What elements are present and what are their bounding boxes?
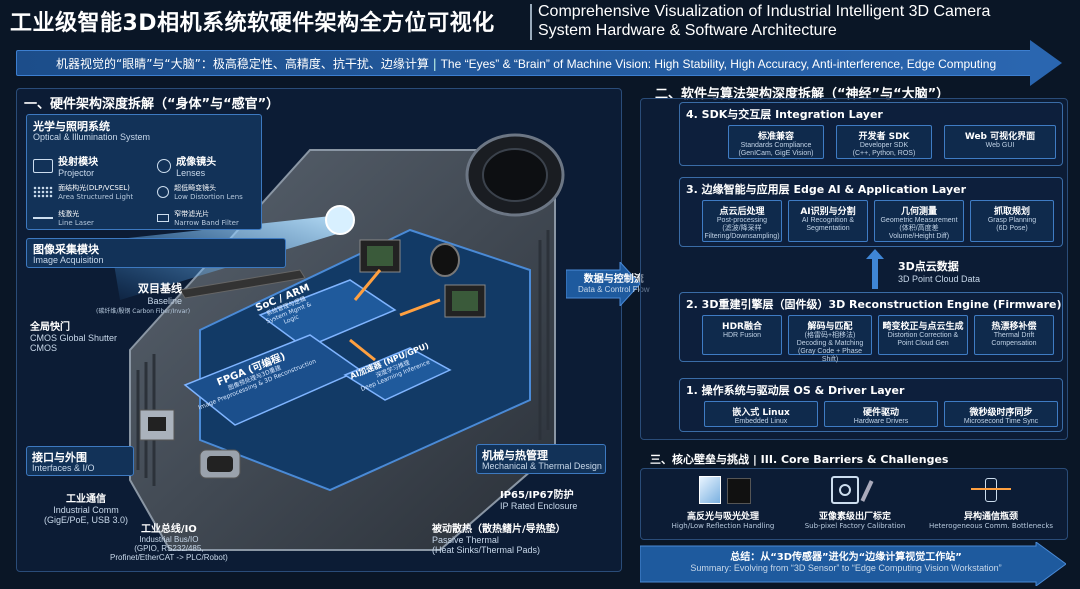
image-acquisition-box: 图像采集模块 Image Acquisition bbox=[26, 238, 286, 268]
layer2-cell-distortion: 畸变校正与点云生成 Distortion Correction & Point … bbox=[878, 315, 968, 355]
hardware-title: 一、硬件架构深度拆解（“身体”与“感官”） bbox=[24, 93, 279, 112]
layer2-cell-thermal: 热漂移补偿 Thermal Drift Compensation bbox=[974, 315, 1054, 355]
projector-item: 投射模块 Projector bbox=[33, 153, 98, 178]
lens-icon bbox=[157, 159, 171, 173]
summary-text: 总结：从“3D传感器”进化为“边缘计算视觉工作站” Summary: Evolv… bbox=[656, 548, 1036, 573]
layer-3-edge-ai: 3. 边缘智能与应用层 Edge AI & Application Layer … bbox=[679, 177, 1063, 247]
page-title: 工业级智能3D相机系统软硬件架构全方位可视化 bbox=[10, 5, 495, 37]
filter-icon bbox=[157, 214, 169, 222]
pointcloud-label: 3D点云数据 3D Point Cloud Data bbox=[898, 258, 980, 284]
narrow-band-filter-item: 窄带滤光片 Narrow Band Filter bbox=[157, 207, 239, 227]
ip-rating-callout: IP65/IP67防护 IP Rated Enclosure bbox=[500, 486, 577, 511]
line-laser-item: 线激光 Line Laser bbox=[33, 207, 94, 227]
passive-thermal-callout: 被动散热（散热鳍片/导热垫） Passive Thermal (Heat Sin… bbox=[432, 520, 566, 555]
layer-4-sdk: 4. SDK与交互层 Integration Layer 标准兼容 Standa… bbox=[679, 102, 1063, 166]
dot-pattern-icon bbox=[33, 186, 53, 198]
layer4-cell-webgui: Web 可视化界面 Web GUI bbox=[944, 125, 1056, 159]
lens-small-icon bbox=[157, 186, 169, 198]
banner-en: The “Eyes” & “Brain” of Machine Vision: … bbox=[441, 57, 997, 71]
layer2-cell-decoding: 解码与匹配 (格雷码+相移法) Decoding & Matching (Gra… bbox=[788, 315, 872, 355]
barriers-title: 三、核心壁垒与挑战 | III. Core Barriers & Challen… bbox=[650, 451, 948, 467]
subtitle-line-1: Comprehensive Visualization of Industria… bbox=[538, 2, 990, 21]
projector-icon bbox=[33, 159, 53, 173]
banner-arrow bbox=[1030, 40, 1062, 86]
layer1-cell-drivers: 硬件驱动 Hardware Drivers bbox=[824, 401, 938, 427]
reflection-icon bbox=[695, 476, 751, 506]
layer-2-reconstruction: 2. 3D重建引擎层（固件级）3D Reconstruction Engine … bbox=[679, 292, 1063, 362]
barrier-calibration: 亚像素级出厂标定 Sub-pixel Factory Calibration bbox=[790, 476, 920, 530]
interfaces-box: 接口与外围 Interfaces & I/O bbox=[26, 446, 134, 476]
low-distortion-lens-item: 超低畸变镜头 Low Distortion Lens bbox=[157, 181, 243, 201]
global-shutter-callout: 全局快门 CMOS Global Shutter CMOS bbox=[30, 318, 117, 353]
mechanical-thermal-box: 机械与热管理 Mechanical & Thermal Design bbox=[476, 444, 606, 474]
banner-text: 机器视觉的“眼睛”与“大脑”：极高稳定性、高精度、抗干扰、边缘计算 | The … bbox=[56, 55, 996, 72]
layer3-cell-geometric: 几何测量 Geometric Measurement (体积/高度差 Volum… bbox=[874, 200, 964, 242]
layer1-cell-timesync: 微秒级时序同步 Microsecond Time Sync bbox=[944, 401, 1058, 427]
layer4-cell-standards: 标准兼容 Standards Compliance (GenICam, GigE… bbox=[728, 125, 824, 159]
barrier-comm-bottleneck: 异构通信瓶颈 Heterogeneous Comm. Bottlenecks bbox=[924, 476, 1058, 530]
layer-1-os: 1. 操作系统与驱动层 OS & Driver Layer 嵌入式 Linux … bbox=[679, 378, 1063, 432]
layer2-cell-hdr: HDR融合 HDR Fusion bbox=[702, 315, 782, 355]
layer1-cell-linux: 嵌入式 Linux Embedded Linux bbox=[704, 401, 818, 427]
banner-cn: 机器视觉的“眼睛”与“大脑”：极高稳定性、高精度、抗干扰、边缘计算 bbox=[56, 57, 429, 71]
layer3-cell-postprocessing: 点云后处理 Post-processing (滤波/降采样 Filtering/… bbox=[702, 200, 782, 242]
area-light-item: 面结构光(DLP/VCSEL) Area Structured Light bbox=[33, 181, 133, 201]
title-divider bbox=[530, 4, 532, 40]
lens-barrel-icon bbox=[467, 135, 563, 215]
laser-line-icon bbox=[33, 217, 53, 219]
projector-lens-icon bbox=[326, 206, 354, 234]
optical-system-box: 光学与照明系统 Optical & Illumination System 投射… bbox=[26, 114, 262, 230]
network-bottleneck-icon bbox=[971, 476, 1011, 506]
layer4-cell-sdk: 开发者 SDK Developer SDK (C++, Python, ROS) bbox=[836, 125, 932, 159]
data-flow-label: 数据与控制流 Data & Control Flow bbox=[578, 270, 650, 294]
subtitle-line-2: System Hardware & Software Architecture bbox=[538, 21, 990, 40]
pointcloud-arrow-stem bbox=[872, 259, 878, 289]
calibration-icon bbox=[825, 476, 885, 506]
optical-title-en: Optical & Illumination System bbox=[33, 132, 150, 142]
industrial-bus-callout: 工业总线/IO Industrial Bus/IO (GPIO, RS232/4… bbox=[110, 520, 228, 562]
pointcloud-arrow-head bbox=[866, 249, 884, 259]
baseline-callout: 双目基线 Baseline (碳纤维/殷钢 Carbon Fiber/Invar… bbox=[96, 280, 182, 315]
barrier-reflection: 高反光与吸光处理 High/Low Reflection Handling bbox=[668, 476, 778, 530]
layer3-cell-grasp: 抓取规划 Grasp Planning (6D Pose) bbox=[970, 200, 1054, 242]
imaging-lens-icon bbox=[431, 244, 459, 276]
page-subtitle: Comprehensive Visualization of Industria… bbox=[538, 2, 990, 40]
lenses-item: 成像镜头 Lenses bbox=[157, 153, 216, 178]
layer3-cell-ai-recognition: AI识别与分割 AI Recognition & Segmentation bbox=[788, 200, 868, 242]
